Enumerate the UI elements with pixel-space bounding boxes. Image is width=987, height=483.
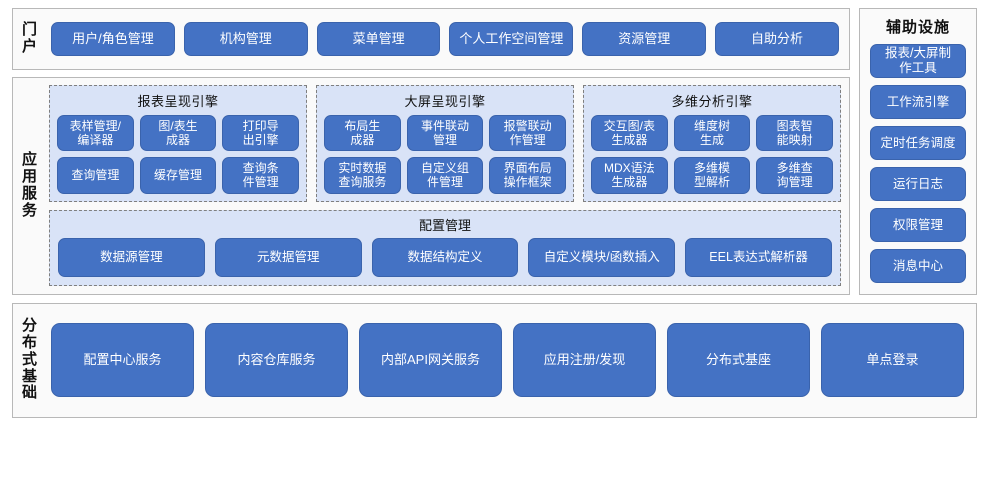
distributed-label-char: 式 [21,350,38,368]
engine-item-cache-management[interactable]: 缓存管理 [139,157,217,194]
aux-item-permission-management[interactable]: 权限管理 [870,208,966,242]
aux-item-report-dashboard-authoring-tool[interactable]: 报表/大屏制 作工具 [870,44,966,78]
engine-item-ui-layout-operation-framework[interactable]: 界面布局 操作框架 [489,157,566,194]
app-label-char: 应 [21,151,38,169]
distributed-item-config-center-service[interactable]: 配置中心服务 [51,323,194,398]
portal-label-char: 户 [21,38,38,55]
portal-label-char: 门 [21,21,38,39]
distributed-label-char: 分 [21,317,38,335]
distributed-label-char: 础 [21,384,38,402]
engine-title-large-screen-rendering: 大屏呈现引擎 [404,94,486,109]
aux-item-runtime-log[interactable]: 运行日志 [870,167,966,201]
engine-item-interactive-chart-table-generator[interactable]: 交互图/表 生成器 [591,115,668,152]
engine-item-custom-component-management[interactable]: 自定义组 件管理 [406,157,484,194]
config-item-custom-module-function-insertion[interactable]: 自定义模块/函数插入 [528,237,676,277]
distributed-label-char: 基 [21,367,38,385]
engine-item-chart-table-generator[interactable]: 图/表生 成器 [139,115,217,152]
config-item-datasource-management[interactable]: 数据源管理 [58,237,205,277]
engine-item-mdx-syntax-generator[interactable]: MDX语法 生成器 [591,157,668,194]
engine-item-query-condition-management[interactable]: 查询条 件管理 [222,157,299,194]
distributed-label-char: 布 [21,333,38,351]
distributed-item-internal-api-gateway-service[interactable]: 内部API网关服务 [359,323,502,398]
engine-group-large-screen-rendering: 大屏呈现引擎 布局生 成器 事件联动 管理 报警联动 作管理 实时数据 查询服务… [316,85,574,202]
upper-section: 门 户 用户/角色管理 机构管理 菜单管理 个人工作空间管理 资源管理 自助分析 [12,8,977,295]
engine-item-alarm-linkage-action-management[interactable]: 报警联动 作管理 [489,115,566,152]
engine-item-chart-intelligent-mapping[interactable]: 图表智 能映射 [756,115,833,152]
portal-button-row: 用户/角色管理 机构管理 菜单管理 个人工作空间管理 资源管理 自助分析 [47,9,849,69]
config-item-eel-expression-parser[interactable]: EEL表达式解析器 [685,237,832,277]
distributed-foundation-band-label: 分 布 式 基 础 [13,304,47,417]
engine-item-query-management[interactable]: 查询管理 [57,157,134,194]
aux-facilities-title: 辅助设施 [885,19,950,36]
app-label-char: 务 [21,201,38,219]
config-management-title: 配置管理 [418,217,471,233]
config-management-group: 配置管理 数据源管理 元数据管理 数据结构定义 自定义模块/函数插入 EEL表达… [49,209,841,286]
aux-item-workflow-engine[interactable]: 工作流引擎 [870,85,966,119]
distributed-foundation-items: 配置中心服务 内容仓库服务 内部API网关服务 应用注册/发现 分布式基座 单点… [47,304,976,417]
portal-button-org-management[interactable]: 机构管理 [183,22,308,56]
engine-item-layout-generator[interactable]: 布局生 成器 [324,115,401,152]
engine-group-multidimensional-analysis: 多维分析引擎 交互图/表 生成器 维度树 生成 图表智 能映射 MDX语法 生成… [583,85,841,202]
distributed-item-distributed-base[interactable]: 分布式基座 [667,323,810,398]
engine-grid-multidimensional-analysis: 交互图/表 生成器 维度树 生成 图表智 能映射 MDX语法 生成器 多维模 型… [591,115,833,194]
engine-row: 报表呈现引擎 表样管理/ 编译器 图/表生 成器 打印导 出引擎 查询管理 缓存… [49,85,841,202]
upper-left-column: 门 户 用户/角色管理 机构管理 菜单管理 个人工作空间管理 资源管理 自助分析 [12,8,850,295]
portal-button-user-role-management[interactable]: 用户/角色管理 [51,22,175,56]
engine-title-multidimensional-analysis: 多维分析引擎 [671,94,753,109]
application-services-band: 应 用 服 务 报表呈现引擎 表样管理/ 编译器 图/表生 成器 [12,77,850,295]
distributed-foundation-band: 分 布 式 基 础 配置中心服务 内容仓库服务 内部API网关服务 应用注册/发… [12,302,977,418]
aux-facilities-sidebar: 辅助设施 报表/大屏制 作工具 工作流引擎 定时任务调度 运行日志 权限管理 消… [859,8,977,295]
config-item-data-structure-definition[interactable]: 数据结构定义 [371,237,519,277]
aux-item-scheduled-task-scheduler[interactable]: 定时任务调度 [870,126,966,160]
portal-band: 门 户 用户/角色管理 机构管理 菜单管理 个人工作空间管理 资源管理 自助分析 [12,8,850,70]
portal-button-menu-management[interactable]: 菜单管理 [316,22,441,56]
engine-group-report-rendering: 报表呈现引擎 表样管理/ 编译器 图/表生 成器 打印导 出引擎 查询管理 缓存… [49,85,307,202]
config-management-items: 数据源管理 元数据管理 数据结构定义 自定义模块/函数插入 EEL表达式解析器 [58,237,832,277]
application-services-body: 报表呈现引擎 表样管理/ 编译器 图/表生 成器 打印导 出引擎 查询管理 缓存… [47,78,849,294]
distributed-item-single-sign-on[interactable]: 单点登录 [821,323,964,398]
portal-button-personal-workspace-management[interactable]: 个人工作空间管理 [449,22,574,56]
app-label-char: 用 [21,168,38,186]
engine-grid-report-rendering: 表样管理/ 编译器 图/表生 成器 打印导 出引擎 查询管理 缓存管理 查询条 … [57,115,299,194]
app-label-char: 服 [21,184,38,202]
portal-button-resource-management[interactable]: 资源管理 [582,22,707,56]
application-services-band-label: 应 用 服 务 [13,151,47,219]
engine-item-realtime-data-query-service[interactable]: 实时数据 查询服务 [324,157,401,194]
config-item-metadata-management[interactable]: 元数据管理 [214,237,362,277]
engine-title-report-rendering: 报表呈现引擎 [137,94,219,109]
engine-item-multidimensional-query-management[interactable]: 多维查 询管理 [756,157,833,194]
engine-item-template-management-compiler[interactable]: 表样管理/ 编译器 [57,115,134,152]
engine-item-print-export-engine[interactable]: 打印导 出引擎 [222,115,299,152]
engine-item-dimension-tree-generation[interactable]: 维度树 生成 [673,115,751,152]
engine-grid-large-screen-rendering: 布局生 成器 事件联动 管理 报警联动 作管理 实时数据 查询服务 自定义组 件… [324,115,566,194]
engine-item-multidimensional-model-parsing[interactable]: 多维模 型解析 [673,157,751,194]
engine-item-event-linkage-management[interactable]: 事件联动 管理 [406,115,484,152]
distributed-item-content-repository-service[interactable]: 内容仓库服务 [205,323,348,398]
aux-item-message-center[interactable]: 消息中心 [870,249,966,283]
distributed-item-app-registration-discovery[interactable]: 应用注册/发现 [513,323,656,398]
portal-button-self-service-analysis[interactable]: 自助分析 [715,22,839,56]
portal-band-label: 门 户 [13,9,47,69]
